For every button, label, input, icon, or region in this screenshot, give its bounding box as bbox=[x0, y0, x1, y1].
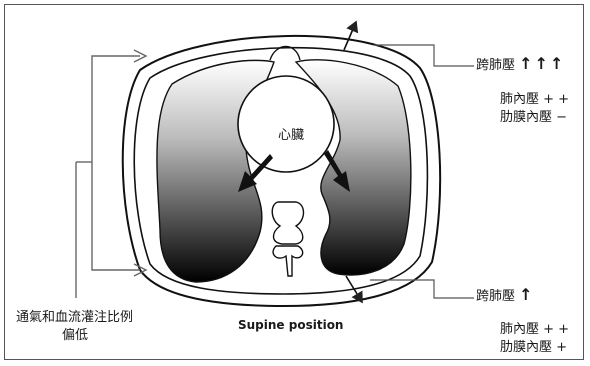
bottom-transpulmonary-label: 跨肺壓 ↑ bbox=[476, 285, 533, 304]
left-annotation-line1: 通氣和血流灌注比例 bbox=[16, 306, 133, 325]
top-transpulmonary-label: 跨肺壓 ↑↑↑ bbox=[476, 54, 565, 73]
up-arrow-icon: ↑ bbox=[519, 285, 532, 304]
top-alveolar-label: 肺內壓 + + bbox=[500, 88, 569, 107]
top-transpulmonary-text: 跨肺壓 bbox=[476, 58, 515, 73]
bottom-transpulmonary-text: 跨肺壓 bbox=[476, 289, 515, 304]
left-annotation-line2: 偏低 bbox=[62, 324, 88, 343]
vertebra-body bbox=[272, 202, 303, 244]
top-pleural-label: 肋膜內壓 − bbox=[500, 106, 567, 125]
up-arrow-icon: ↑↑↑ bbox=[519, 54, 565, 73]
position-caption: Supine position bbox=[238, 318, 343, 332]
bottom-pleural-label: 肋膜內壓 + bbox=[500, 336, 567, 355]
heart-label: 心臟 bbox=[278, 124, 304, 143]
bottom-alveolar-label: 肺內壓 + + bbox=[500, 318, 569, 337]
